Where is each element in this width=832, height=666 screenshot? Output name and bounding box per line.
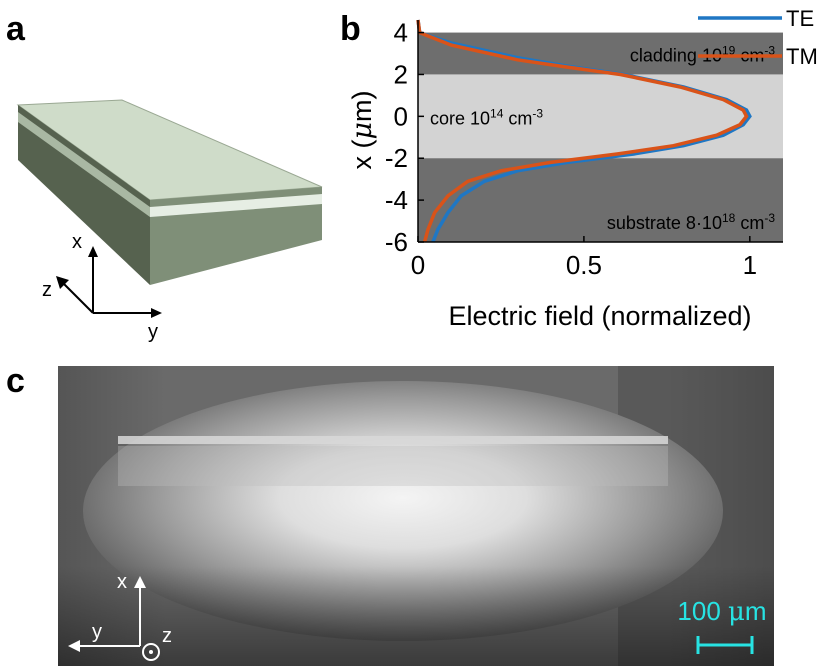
axis-x-label-c: x: [117, 571, 127, 593]
region-label-sup: 19: [722, 44, 736, 58]
region-label-sup: 18: [722, 211, 736, 225]
axis-z-label-a: z: [42, 279, 52, 301]
series-line-tm: [416, 19, 749, 243]
cladding-band: [118, 446, 668, 486]
waveguide-core-layer-side: [18, 112, 150, 217]
region-label-sup: 14: [490, 106, 504, 120]
axis-y-label-c: y: [92, 621, 102, 643]
region-label-text: substrate 8·10: [607, 213, 722, 233]
y-tick-label: -6: [385, 227, 408, 257]
chart-ylabel-mu: μ: [347, 122, 378, 140]
axis-x-arrow-c: [134, 576, 146, 588]
region-label-cladding: cladding 1019 cm-3: [630, 44, 775, 66]
chart-ylabel: x (μm): [347, 90, 378, 169]
axis-z-circle-c: [142, 643, 160, 661]
chart-ylabel-prefix: x (: [347, 140, 377, 170]
cladding-top-edge: [118, 436, 668, 444]
microscope-image-render: [58, 366, 774, 666]
scalebar: [696, 636, 754, 654]
region-core: [418, 74, 783, 159]
panel-label-b: b: [340, 10, 361, 48]
y-tick-label: -2: [385, 143, 408, 173]
axis-z-line-a: [59, 279, 94, 314]
panel-label-c: c: [6, 362, 25, 400]
region-substrate: [418, 158, 783, 242]
legend-label-te: TE: [786, 6, 814, 31]
region-label-unitsup: -3: [764, 44, 775, 58]
y-tick-label: 4: [394, 18, 408, 48]
scalebar-label: 100 μm: [677, 596, 766, 627]
axis-y-label-a: y: [148, 321, 158, 343]
y-tick-label: -4: [385, 185, 408, 215]
bottom-shadow: [58, 566, 774, 666]
chart-xlabel: Electric field (normalized): [448, 301, 751, 331]
axis-z-label-c: z: [162, 625, 172, 647]
x-tick-label: 0: [411, 250, 425, 280]
panel-label-a: a: [6, 10, 25, 48]
y-tick-label: 2: [394, 59, 408, 89]
region-label-core: core 1014 cm-3: [430, 106, 543, 128]
axes-c: [68, 576, 160, 661]
scalebar-num: 100: [677, 596, 728, 626]
region-label-text: cladding 10: [630, 46, 722, 66]
chart-regions: [418, 32, 783, 242]
region-label-unit: cm: [503, 108, 532, 128]
axis-y-arrow-a: [151, 308, 162, 318]
waveguide-block: [16, 99, 323, 285]
scalebar-mu: μ: [728, 597, 745, 627]
region-label-unitsup: -3: [764, 211, 775, 225]
region-label-unit: cm: [735, 213, 764, 233]
region-label-text: core 10: [430, 108, 490, 128]
region-label-unitsup: -3: [532, 106, 543, 120]
chart-legend: TE TM: [698, 6, 818, 69]
x-tick-label: 1: [743, 250, 757, 280]
chart-lines: [416, 19, 752, 243]
axes-a: [56, 246, 162, 318]
axis-z-arrow-a: [56, 276, 69, 289]
axis-x-arrow-a: [88, 246, 98, 257]
waveguide-side-face: [18, 105, 150, 285]
waveguide-core-layer-front: [150, 194, 322, 217]
x-tick-label: 0.5: [566, 250, 602, 280]
microscope-image: [58, 366, 774, 666]
region-cladding: [418, 32, 783, 75]
scalebar-unit: m: [745, 596, 767, 626]
axis-x-label-a: x: [72, 231, 82, 253]
y-tick-label: 0: [394, 101, 408, 131]
axis-y-arrow-c: [68, 640, 80, 652]
region-label-substrate: substrate 8·1018 cm-3: [607, 211, 775, 233]
chart-ylabel-suffix: m): [347, 90, 377, 121]
legend-label-tm: TM: [786, 44, 818, 69]
axis-z-dot-c: [149, 650, 153, 654]
